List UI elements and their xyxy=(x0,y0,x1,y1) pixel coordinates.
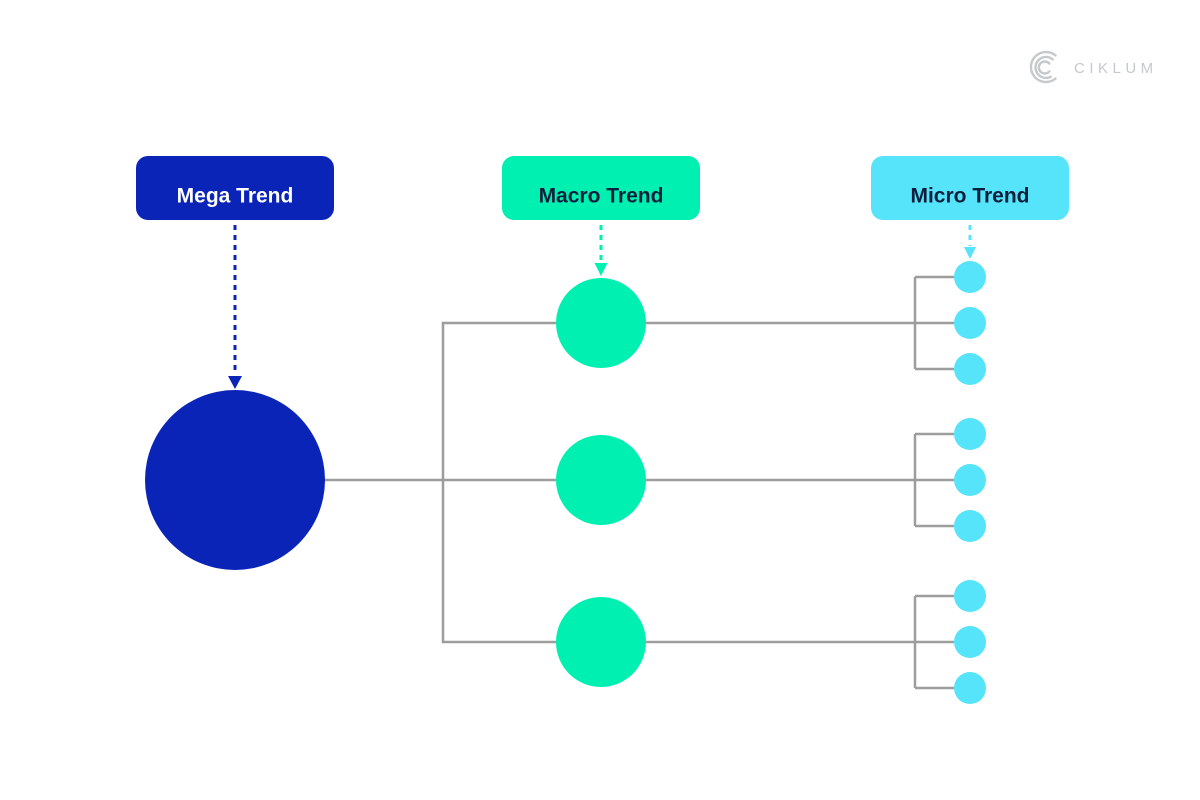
mega-arrow-head xyxy=(228,376,242,389)
macro-circle-3 xyxy=(556,597,646,687)
brand-logo: CIKLUM xyxy=(1029,50,1158,84)
title-boxes: Mega Trend Macro Trend Micro Trend xyxy=(136,156,1069,220)
micro-circle-2-3 xyxy=(954,510,986,542)
micro-trend-circles xyxy=(954,261,986,704)
ciklum-logo-icon xyxy=(1029,50,1057,84)
mega-trend-label: Mega Trend xyxy=(177,185,294,208)
macro-trend-label: Macro Trend xyxy=(539,185,664,208)
micro-branch-2 xyxy=(913,432,954,528)
logo-arc-middle xyxy=(1034,55,1054,80)
macro-trend-circles xyxy=(556,278,646,687)
micro-circle-1-3 xyxy=(954,353,986,385)
dashed-arrows xyxy=(228,225,976,389)
micro-arrow-head xyxy=(964,247,976,259)
connector-lines xyxy=(325,275,954,690)
logo-arc-inner xyxy=(1037,60,1051,75)
micro-trend-label: Micro Trend xyxy=(910,185,1029,208)
logo-arc-outer xyxy=(1029,50,1057,84)
micro-circle-3-2 xyxy=(954,626,986,658)
macro-circle-1 xyxy=(556,278,646,368)
connector-macro-spine xyxy=(441,321,556,644)
mega-trend-box xyxy=(136,156,334,220)
micro-circle-3-3 xyxy=(954,672,986,704)
macro-trend-box xyxy=(502,156,700,220)
micro-branch-3 xyxy=(913,594,954,690)
micro-branch-1 xyxy=(913,275,954,371)
micro-circle-1-2 xyxy=(954,307,986,339)
mega-trend-circle xyxy=(145,390,325,570)
ciklum-logo-text: CIKLUM xyxy=(1074,60,1158,77)
micro-circle-2-2 xyxy=(954,464,986,496)
micro-circle-1-1 xyxy=(954,261,986,293)
micro-circle-3-1 xyxy=(954,580,986,612)
micro-circle-2-1 xyxy=(954,418,986,450)
macro-circle-2 xyxy=(556,435,646,525)
micro-trend-box xyxy=(871,156,1069,220)
macro-arrow-head xyxy=(594,263,608,276)
